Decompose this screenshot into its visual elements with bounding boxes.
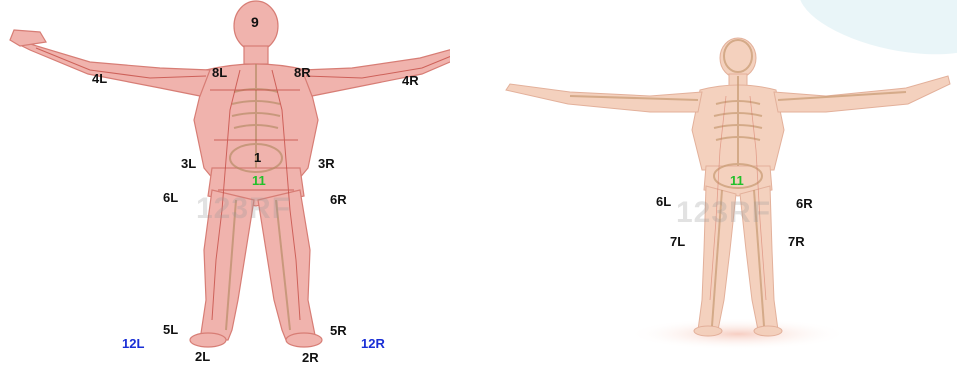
left-figure-panel: 123RF 9 8L 8R 4L 4R 3L 1 3R 11 6L 6R 5L … xyxy=(0,0,450,365)
label-7l: 7L xyxy=(670,235,685,248)
ground-shadow xyxy=(628,318,848,350)
watermark-text: 123RF xyxy=(196,192,291,226)
r-right-foot-shape xyxy=(754,326,782,336)
label-6r: 6R xyxy=(330,193,347,206)
label-12l: 12L xyxy=(122,337,144,350)
label-6l: 6L xyxy=(163,191,178,204)
label-6r: 6R xyxy=(796,197,813,210)
left-foot-shape xyxy=(190,333,226,347)
right-foot-shape xyxy=(286,333,322,347)
label-9: 9 xyxy=(251,16,259,29)
left-body-illustration xyxy=(0,0,450,365)
label-1: 1 xyxy=(254,151,261,164)
label-7r: 7R xyxy=(788,235,805,248)
left-arm-shape xyxy=(14,36,210,96)
label-11: 11 xyxy=(252,174,266,187)
label-3l: 3L xyxy=(181,157,196,170)
label-5r: 5R xyxy=(330,324,347,337)
label-4r: 4R xyxy=(402,74,419,87)
label-8r: 8R xyxy=(294,66,311,79)
label-3r: 3R xyxy=(318,157,335,170)
label-12r: 12R xyxy=(361,337,385,350)
label-6l: 6L xyxy=(656,195,671,208)
label-2l: 2L xyxy=(195,350,210,363)
right-body-illustration xyxy=(450,0,957,365)
watermark-text: 123RF xyxy=(676,196,771,230)
label-5l: 5L xyxy=(163,323,178,336)
r-left-foot-shape xyxy=(694,326,722,336)
label-11: 11 xyxy=(730,174,744,187)
left-hand-shape xyxy=(10,30,46,46)
label-8l: 8L xyxy=(212,66,227,79)
label-4l: 4L xyxy=(92,72,107,85)
label-2r: 2R xyxy=(302,351,319,364)
neck-shape xyxy=(244,46,268,64)
right-figure-panel: 123RF 11 6L 6R 7L 7R xyxy=(450,0,957,365)
